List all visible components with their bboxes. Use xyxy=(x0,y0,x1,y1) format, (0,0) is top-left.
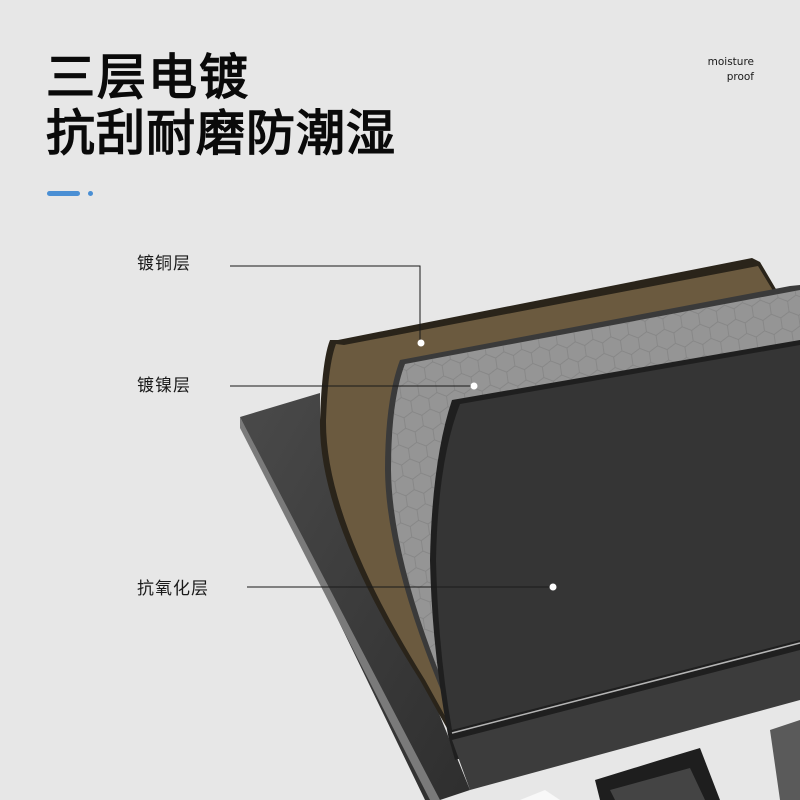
copper-marker-dot xyxy=(417,339,425,347)
anti-oxidation-marker-dot xyxy=(549,583,557,591)
anti-oxidation-layer xyxy=(430,340,800,790)
base-plate xyxy=(240,393,470,800)
page-title: 三层电镀 抗刮耐磨防潮湿 xyxy=(46,50,396,162)
tagline: moisture proof xyxy=(708,55,754,85)
label-anti-oxidation-layer: 抗氧化层 xyxy=(137,579,209,599)
title-line-2: 抗刮耐磨防潮湿 xyxy=(46,105,397,162)
label-nickel-layer: 镀镍层 xyxy=(137,376,191,396)
stand xyxy=(520,720,800,800)
accent-bar xyxy=(47,191,80,196)
tagline-line-1: moisture xyxy=(707,56,754,68)
label-copper-layer: 镀铜层 xyxy=(137,254,191,274)
accent-dot xyxy=(88,191,93,196)
leader-lines xyxy=(230,265,557,591)
title-line-1: 三层电镀 xyxy=(46,49,251,106)
nickel-marker-dot xyxy=(470,382,478,390)
tagline-line-2: proof xyxy=(726,71,754,83)
